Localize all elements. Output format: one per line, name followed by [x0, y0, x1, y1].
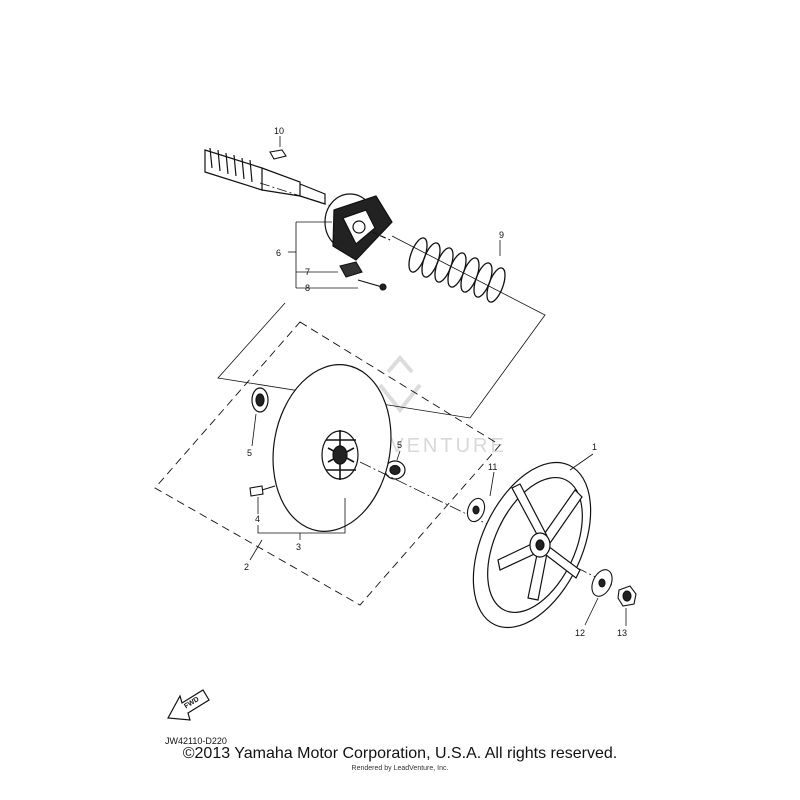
callout-12: 12 [575, 628, 585, 638]
callout-10: 10 [274, 126, 284, 136]
callout-5-right: 5 [397, 440, 402, 450]
callout-9: 9 [499, 230, 504, 240]
shaft [204, 147, 336, 208]
leader-2 [249, 539, 263, 561]
callout-11: 11 [488, 462, 497, 472]
pin-part-8 [357, 279, 387, 291]
callout-5-left: 5 [247, 448, 252, 458]
center-axis [359, 461, 613, 586]
fwd-arrow-icon: FWD [167, 689, 210, 721]
key-part-10: 10 [269, 126, 287, 160]
callout-8: 8 [305, 283, 310, 293]
callout-1: 1 [592, 442, 597, 452]
bracket-3 [257, 498, 346, 540]
dashed-boundary-2 [154, 321, 501, 606]
bracket-6 [288, 221, 358, 289]
washer-part-11 [466, 471, 495, 523]
callout-3: 3 [296, 542, 301, 552]
bolt-part-4 [249, 485, 276, 514]
drawing-code: JW42110-D220 [165, 736, 227, 746]
callout-13: 13 [617, 628, 627, 638]
slider-part-7 [339, 261, 363, 278]
copyright-notice: ©2013 Yamaha Motor Corporation, U.S.A. A… [182, 745, 618, 762]
nut-part-13 [617, 585, 637, 626]
callout-4: 4 [255, 514, 260, 524]
washer-part-12 [584, 569, 613, 626]
callout-7: 7 [305, 267, 310, 277]
oil-seal-left-part-5 [251, 387, 269, 447]
watermark-logo-icon [378, 354, 422, 414]
callout-2: 2 [244, 562, 249, 572]
spring-part-9 [408, 237, 506, 303]
callout-6: 6 [276, 248, 281, 258]
cam-part-6 [324, 193, 393, 261]
sliding-sheave-part-1 [472, 453, 594, 629]
secondary-sheave-part-3 [272, 364, 392, 532]
render-credit: Rendered by LeadVenture, Inc. [351, 765, 449, 772]
assembly-frame [217, 235, 546, 419]
